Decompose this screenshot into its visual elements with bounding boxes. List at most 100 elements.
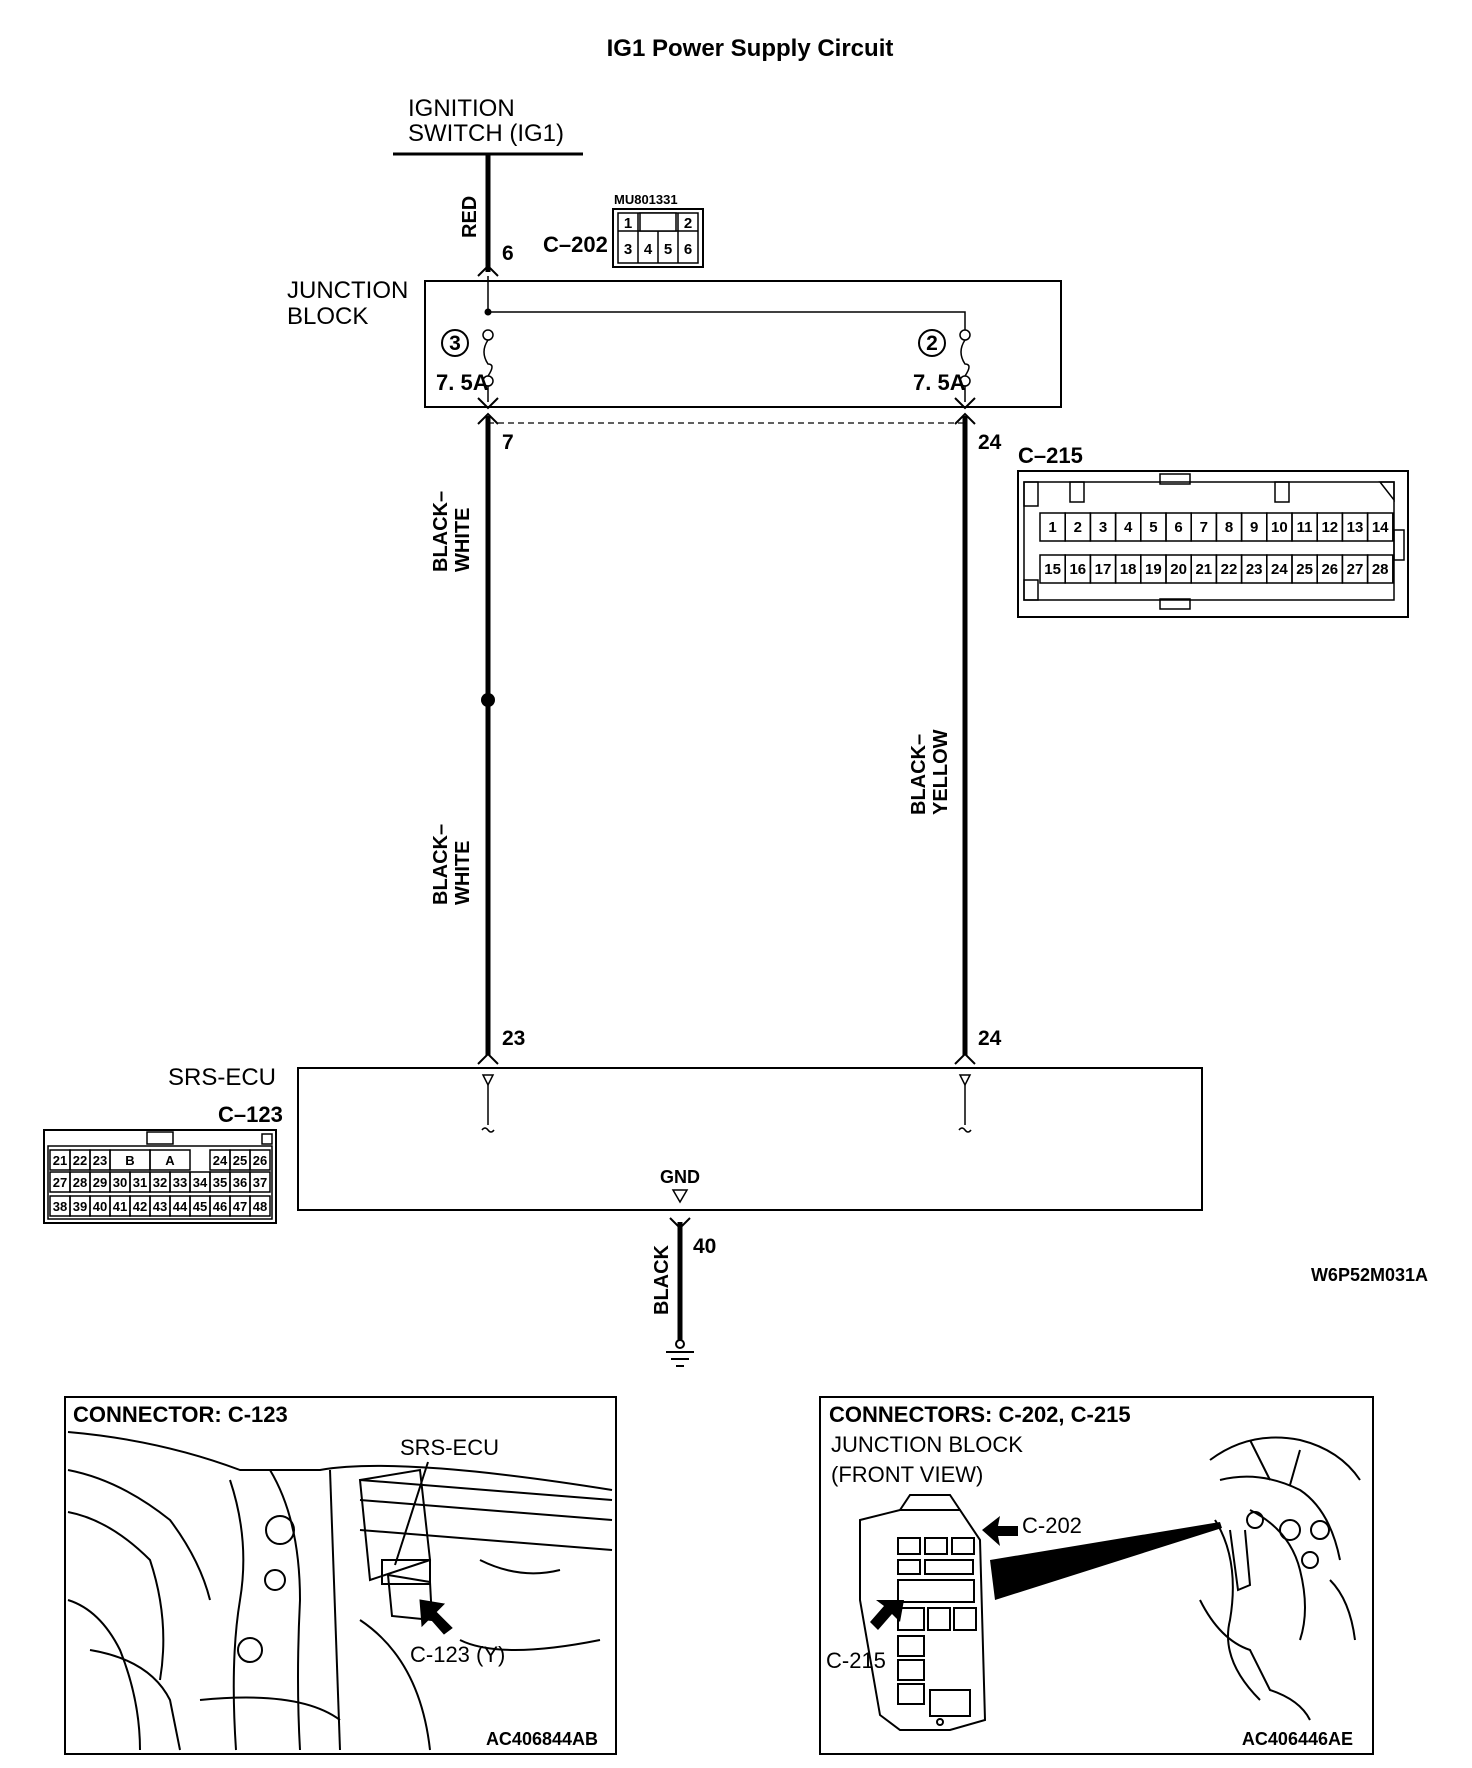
c123-pin-34: 34 — [193, 1175, 208, 1190]
c123-pin-21: 21 — [53, 1153, 67, 1168]
junction-block-label-2: BLOCK — [287, 303, 368, 330]
c215-pin-25: 25 — [1296, 561, 1313, 578]
srs-ecu-box — [297, 1067, 1203, 1211]
ignition-switch-label-1: IGNITION — [408, 95, 515, 122]
c202-pin-5: 5 — [664, 241, 672, 258]
ecu-gnd-label: GND — [660, 1167, 700, 1187]
panel-left-arrow-icon — [419, 1599, 453, 1635]
c202-pin-4: 4 — [644, 241, 653, 258]
fuse-3: 3 7. 5A — [436, 329, 494, 395]
pin-c123-40: 40 — [693, 1235, 716, 1258]
c123-pin-22: 22 — [73, 1153, 87, 1168]
c215-pin-4: 4 — [1124, 519, 1133, 536]
c123-pin-46: 46 — [213, 1199, 227, 1214]
c123-pin-30: 30 — [113, 1175, 127, 1190]
c215-pin-15: 15 — [1044, 561, 1061, 578]
connector-mark-ecu-left — [477, 1052, 499, 1065]
c123-pin-B: B — [125, 1153, 134, 1168]
c215-pin-27: 27 — [1347, 561, 1364, 578]
fuse-2-rating: 7. 5A — [913, 370, 966, 395]
vehicle-photo-right — [1199, 1436, 1361, 1721]
c215-pin-12: 12 — [1321, 519, 1338, 536]
c215-pin-22: 22 — [1221, 561, 1238, 578]
c202-label: C–202 — [543, 232, 608, 257]
c123-pin-27: 27 — [53, 1175, 67, 1190]
c215-pin-2: 2 — [1074, 519, 1082, 536]
panel-right-line1: JUNCTION BLOCK — [831, 1432, 1023, 1457]
wire-black-white-label-upper: BLACK–WHITE — [430, 491, 474, 572]
panel-left-pointer: C-123 (Y) — [410, 1642, 505, 1667]
c123-pin-45: 45 — [193, 1199, 207, 1214]
c215-pin-17: 17 — [1095, 561, 1112, 578]
diagram-title: IG1 Power Supply Circuit — [607, 35, 894, 62]
panel-left-title: CONNECTOR: C-123 — [73, 1402, 288, 1427]
jb-internal-bus — [488, 311, 966, 330]
fuse-3-number: 3 — [449, 332, 461, 355]
panel-right-line2: (FRONT VIEW) — [831, 1462, 983, 1487]
c202-pin-3: 3 — [624, 241, 632, 258]
panel-right-arrow-top-icon — [982, 1516, 1018, 1546]
c123-pin-38: 38 — [53, 1199, 67, 1214]
connector-mark-top — [477, 264, 499, 277]
c123-pin-41: 41 — [113, 1199, 127, 1214]
fuse-2-number: 2 — [926, 332, 938, 355]
c215-pin-5: 5 — [1149, 519, 1157, 536]
pin-c123-23: 23 — [502, 1027, 525, 1050]
c123-pin-39: 39 — [73, 1199, 87, 1214]
fuse-3-rating: 7. 5A — [436, 370, 489, 395]
wire-black-yellow-label: BLACK–YELLOW — [908, 729, 952, 815]
c123-pin-47: 47 — [233, 1199, 247, 1214]
c215-label: C–215 — [1018, 443, 1083, 468]
figure-id: W6P52M031A — [1311, 1265, 1428, 1285]
panel-right-title: CONNECTORS: C-202, C-215 — [829, 1402, 1131, 1427]
c123-pin-48: 48 — [253, 1199, 267, 1214]
pin-c123-24: 24 — [978, 1027, 1002, 1050]
panel-left-component: SRS-ECU — [400, 1435, 499, 1460]
vehicle-photo-left — [67, 1431, 613, 1751]
c215-pin-14: 14 — [1372, 519, 1389, 536]
panel-connector-c123: CONNECTOR: C-123 SRS-ECU C-123 (Y) AC406… — [64, 1396, 617, 1755]
ground-icon — [666, 1339, 694, 1367]
pin-c202-6: 6 — [502, 242, 514, 265]
c215-pin-13: 13 — [1347, 519, 1364, 536]
connector-mark-jb-right — [954, 397, 976, 410]
c123-pin-29: 29 — [93, 1175, 107, 1190]
c123-pin-A: A — [165, 1153, 175, 1168]
connector-mark-out-right — [954, 412, 976, 425]
c123-pin-36: 36 — [233, 1175, 247, 1190]
pin-c215-24: 24 — [978, 431, 1002, 454]
junction-block-box — [424, 280, 1062, 408]
c215-pin-9: 9 — [1250, 519, 1258, 536]
wire-red-label: RED — [459, 196, 481, 238]
pin-c215-7: 7 — [502, 431, 514, 454]
wire-black-white-label-lower: BLACK–WHITE — [430, 824, 474, 905]
panel-right-pointer-top: C-202 — [1022, 1513, 1082, 1538]
c123-pin-37: 37 — [253, 1175, 267, 1190]
c202-pin-1: 1 — [624, 215, 632, 232]
c202-pin-2: 2 — [684, 215, 692, 232]
c123-pin-33: 33 — [173, 1175, 187, 1190]
panel-left-ref: AC406844AB — [486, 1729, 598, 1749]
c123-pin-31: 31 — [133, 1175, 147, 1190]
c123-pin-40: 40 — [93, 1199, 107, 1214]
c215-pin-19: 19 — [1145, 561, 1162, 578]
connector-mark-jb-left — [477, 397, 499, 410]
c215-pin-10: 10 — [1271, 519, 1288, 536]
junction-block-photo — [859, 1494, 987, 1731]
c215-pin-6: 6 — [1174, 519, 1182, 536]
ecu-input-right-symbol — [958, 1074, 972, 1133]
c202-connector: 1 2 3 4 5 6 — [612, 208, 704, 268]
c215-pin-24: 24 — [1271, 561, 1288, 578]
c215-pin-16: 16 — [1069, 561, 1086, 578]
c202-part-number: MU801331 — [614, 192, 678, 207]
ecu-input-left-symbol — [481, 1074, 495, 1133]
c123-pin-35: 35 — [213, 1175, 227, 1190]
panel-connectors-c202-c215: CONNECTORS: C-202, C-215 JUNCTION BLOCK … — [819, 1396, 1374, 1755]
wire-black-label: BLACK — [651, 1244, 673, 1315]
c215-pin-18: 18 — [1120, 561, 1137, 578]
c215-pin-20: 20 — [1170, 561, 1187, 578]
jb-locator-beam — [990, 1522, 1222, 1600]
ecu-gnd-symbol — [671, 1189, 689, 1204]
